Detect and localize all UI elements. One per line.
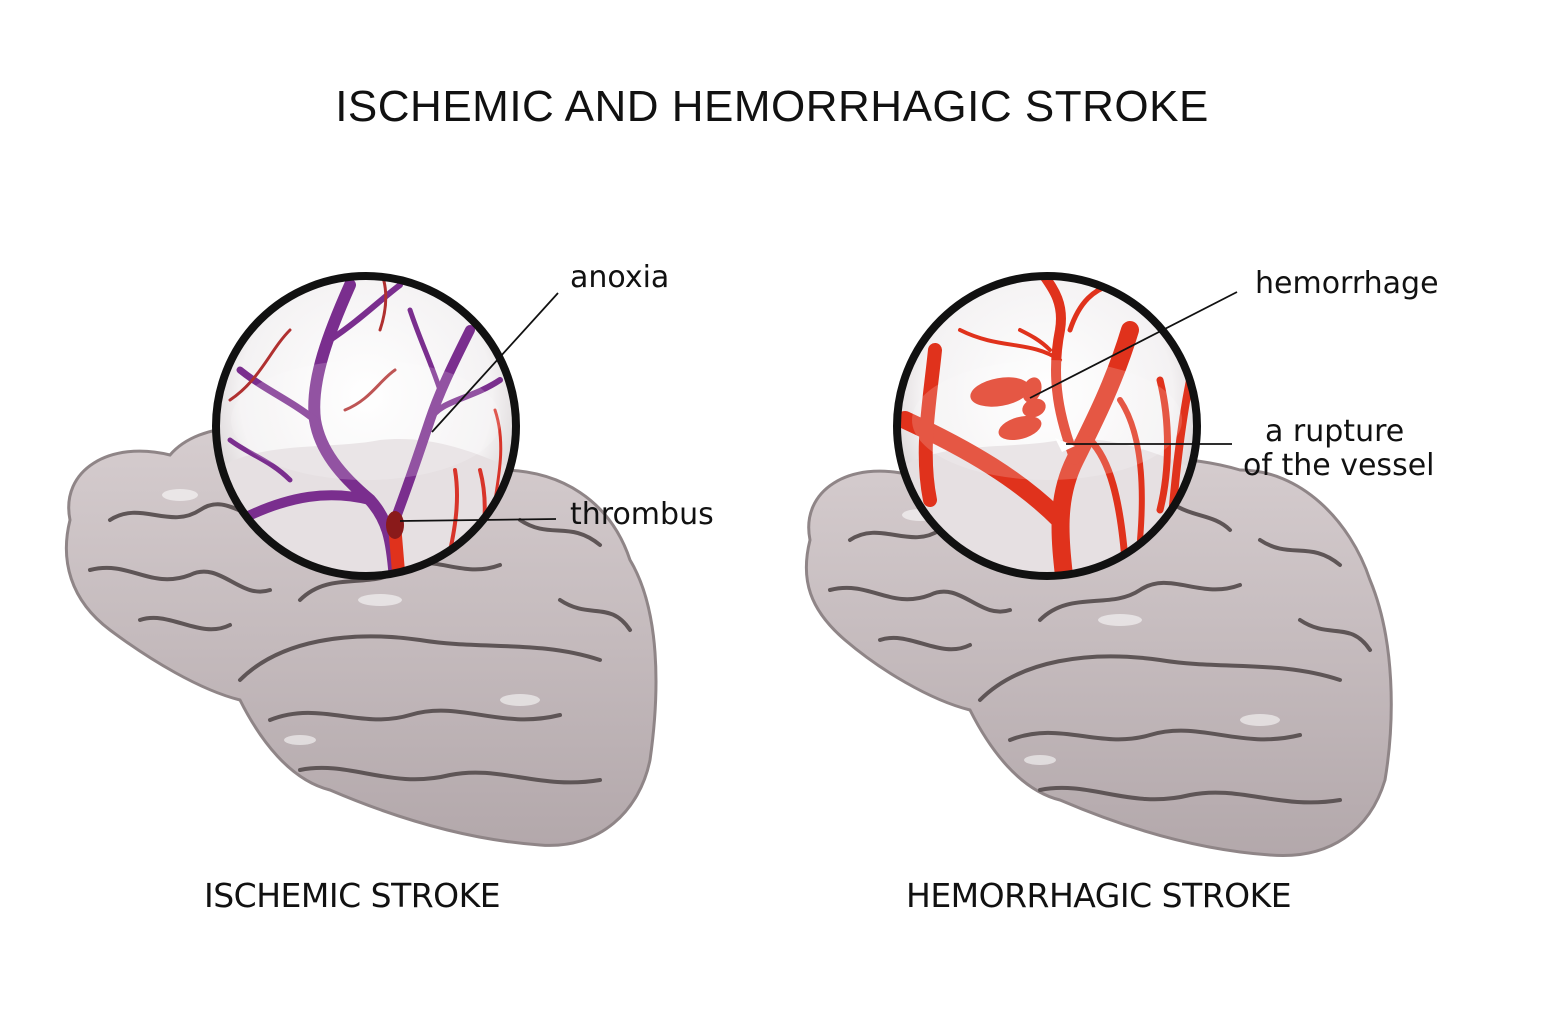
label-anoxia: anoxia <box>570 260 670 295</box>
diagram-title: ISCHEMIC AND HEMORRHAGIC STROKE <box>335 82 1209 131</box>
vessel-rupture-gap <box>1055 438 1075 452</box>
leader-thrombus <box>399 518 557 522</box>
leader-lines <box>399 291 1238 522</box>
hemorrhage-droplets <box>970 377 1046 441</box>
magnifier-hemorrhagic <box>893 272 1201 580</box>
leader-anoxia <box>431 292 559 433</box>
label-rupture-line1: a rupture <box>1265 414 1405 449</box>
caption-ischemic: ISCHEMIC STROKE <box>204 876 501 915</box>
label-rupture-line2: of the vessel <box>1243 448 1435 483</box>
brain-left-folds <box>88 468 632 785</box>
label-hemorrhage: hemorrhage <box>1255 266 1439 301</box>
leader-hemorrhage <box>1029 291 1238 399</box>
thrombus-clot <box>386 511 404 539</box>
caption-hemorrhagic: HEMORRHAGIC STROKE <box>906 876 1292 915</box>
label-thrombus: thrombus <box>570 497 714 532</box>
magnifier-ischemic <box>212 272 520 580</box>
